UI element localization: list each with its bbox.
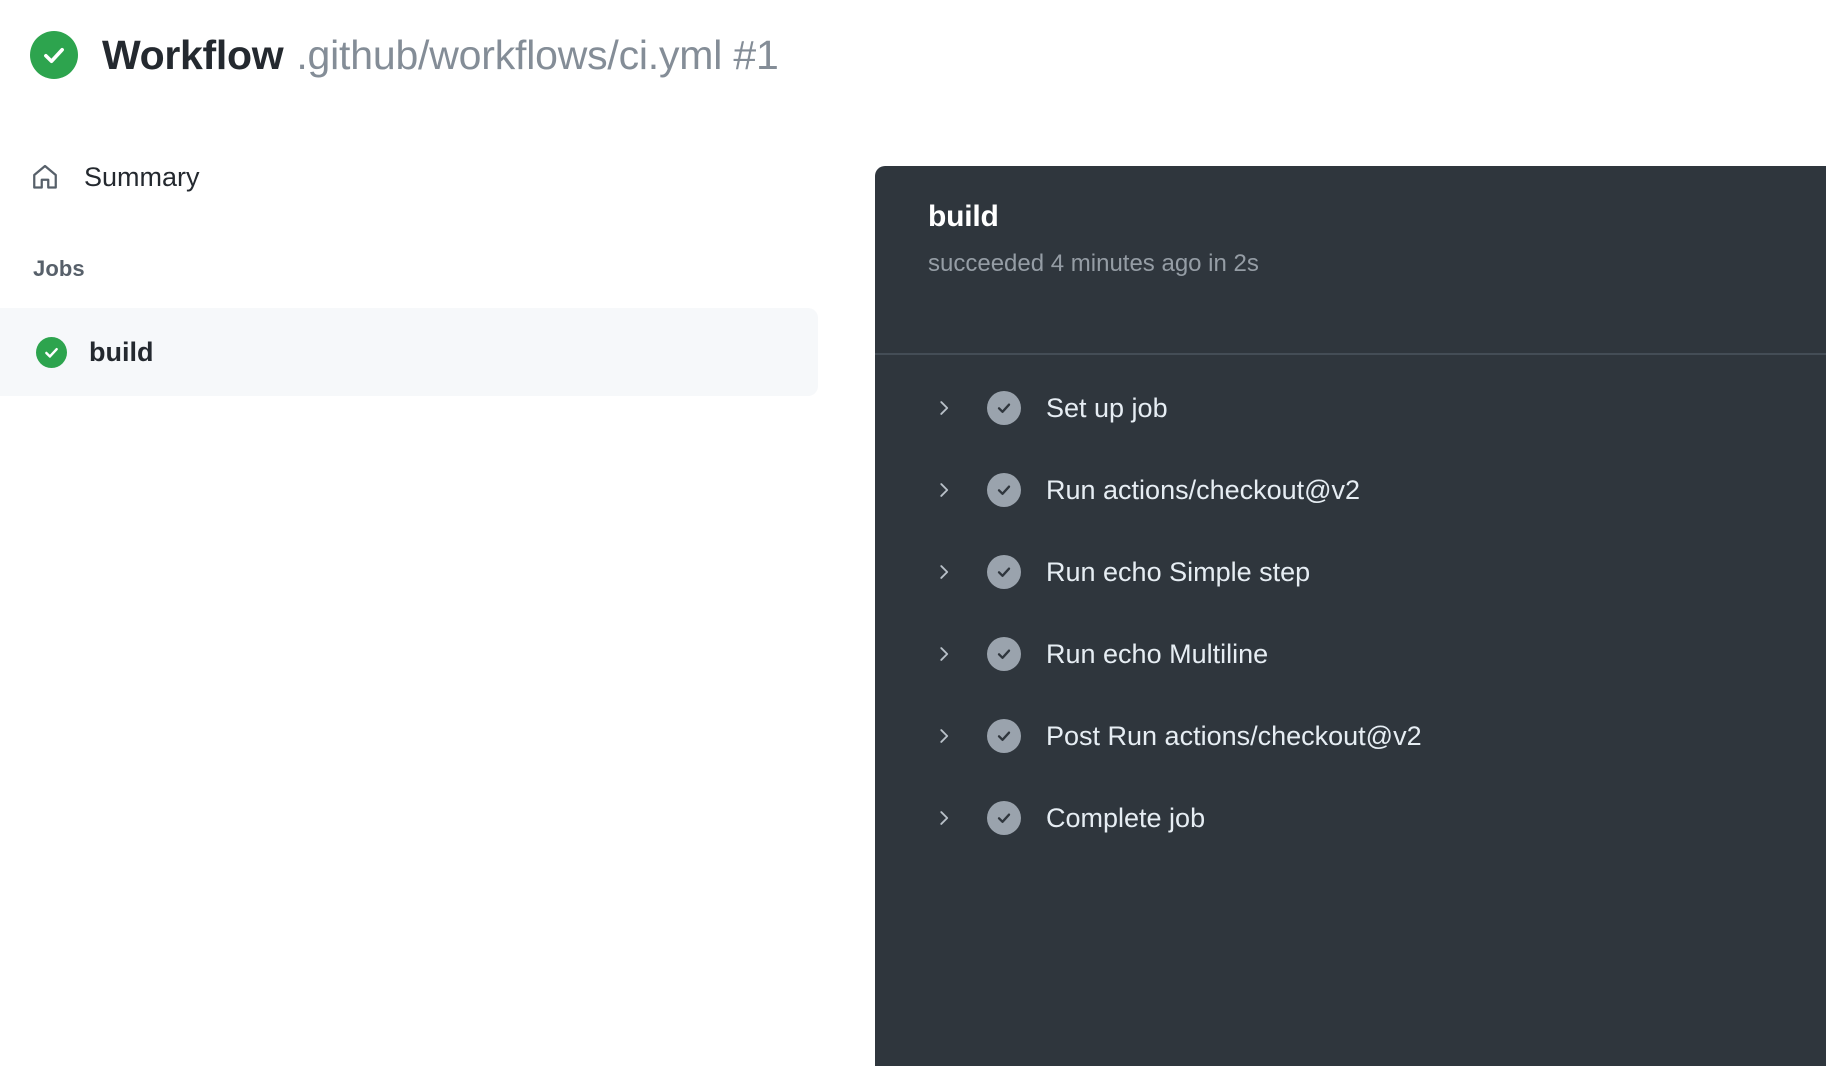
- job-step-row[interactable]: Set up job: [875, 367, 1826, 449]
- check-circle-icon: [30, 31, 78, 79]
- job-step-row[interactable]: Run echo Simple step: [875, 531, 1826, 613]
- sidebar: Summary Jobs build: [0, 150, 830, 396]
- sidebar-item-summary[interactable]: Summary: [0, 150, 830, 204]
- check-circle-icon: [987, 719, 1021, 753]
- sidebar-job-list: build: [0, 308, 830, 396]
- job-log-panel: build succeeded 4 minutes ago in 2s Set …: [875, 166, 1826, 1066]
- chevron-right-icon[interactable]: [931, 559, 957, 585]
- page-title-name: Workflow: [102, 31, 284, 78]
- job-step-label: Complete job: [1046, 802, 1206, 833]
- job-step-label: Run echo Multiline: [1046, 638, 1269, 669]
- check-circle-icon: [987, 555, 1021, 589]
- page-title-path: .github/workflows/ci.yml #1: [296, 31, 779, 78]
- job-step-row[interactable]: Post Run actions/checkout@v2: [875, 695, 1826, 777]
- job-log-panel-header: build succeeded 4 minutes ago in 2s: [875, 166, 1826, 355]
- job-step-label: Post Run actions/checkout@v2: [1046, 720, 1422, 751]
- job-step-list: Set up job Run actions/checkout@v2: [875, 355, 1826, 859]
- job-step-row[interactable]: Complete job: [875, 777, 1826, 859]
- sidebar-item-job-build-label: build: [89, 336, 154, 367]
- check-circle-icon: [987, 637, 1021, 671]
- home-icon: [28, 160, 62, 194]
- job-status-text: succeeded 4 minutes ago in 2s: [928, 250, 1259, 277]
- check-circle-icon: [987, 473, 1021, 507]
- chevron-right-icon[interactable]: [931, 641, 957, 667]
- chevron-right-icon[interactable]: [931, 805, 957, 831]
- job-step-row[interactable]: Run echo Multiline: [875, 613, 1826, 695]
- check-circle-icon: [36, 336, 67, 368]
- sidebar-item-summary-label: Summary: [84, 161, 200, 192]
- check-circle-icon: [987, 391, 1021, 425]
- chevron-right-icon[interactable]: [931, 395, 957, 421]
- chevron-right-icon[interactable]: [931, 723, 957, 749]
- job-step-row[interactable]: Run actions/checkout@v2: [875, 449, 1826, 531]
- page-header: Workflow .github/workflows/ci.yml #1: [0, 0, 1826, 110]
- sidebar-item-job-build[interactable]: build: [0, 308, 818, 396]
- chevron-right-icon[interactable]: [931, 477, 957, 503]
- check-circle-icon: [987, 801, 1021, 835]
- job-step-label: Run actions/checkout@v2: [1046, 474, 1361, 505]
- job-step-label: Set up job: [1046, 392, 1168, 423]
- job-title: build: [928, 200, 999, 233]
- job-step-label: Run echo Simple step: [1046, 556, 1311, 587]
- page-title: Workflow .github/workflows/ci.yml #1: [102, 31, 779, 78]
- sidebar-section-jobs-title: Jobs: [33, 256, 85, 281]
